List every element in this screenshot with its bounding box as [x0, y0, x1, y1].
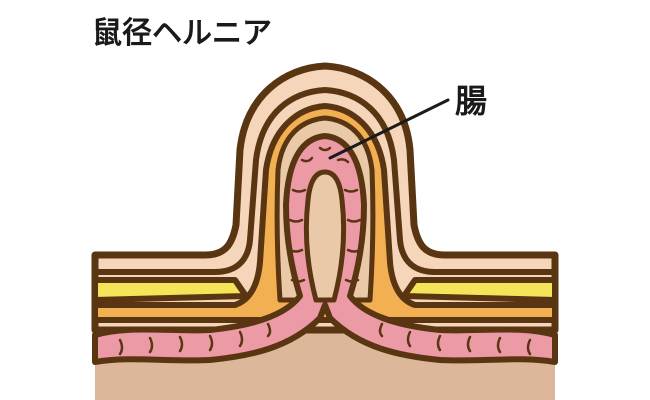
- intestine-lumen: [303, 169, 347, 303]
- fat-layer-left: [92, 277, 249, 303]
- intestine-folds: [118, 146, 532, 356]
- diagram-title: 鼠径ヘルニア: [92, 16, 272, 51]
- label-leader-line: [328, 98, 450, 160]
- fat-layer-right: [401, 277, 558, 303]
- intestine-label: 腸: [455, 82, 488, 120]
- subcutaneous-line: [95, 87, 555, 275]
